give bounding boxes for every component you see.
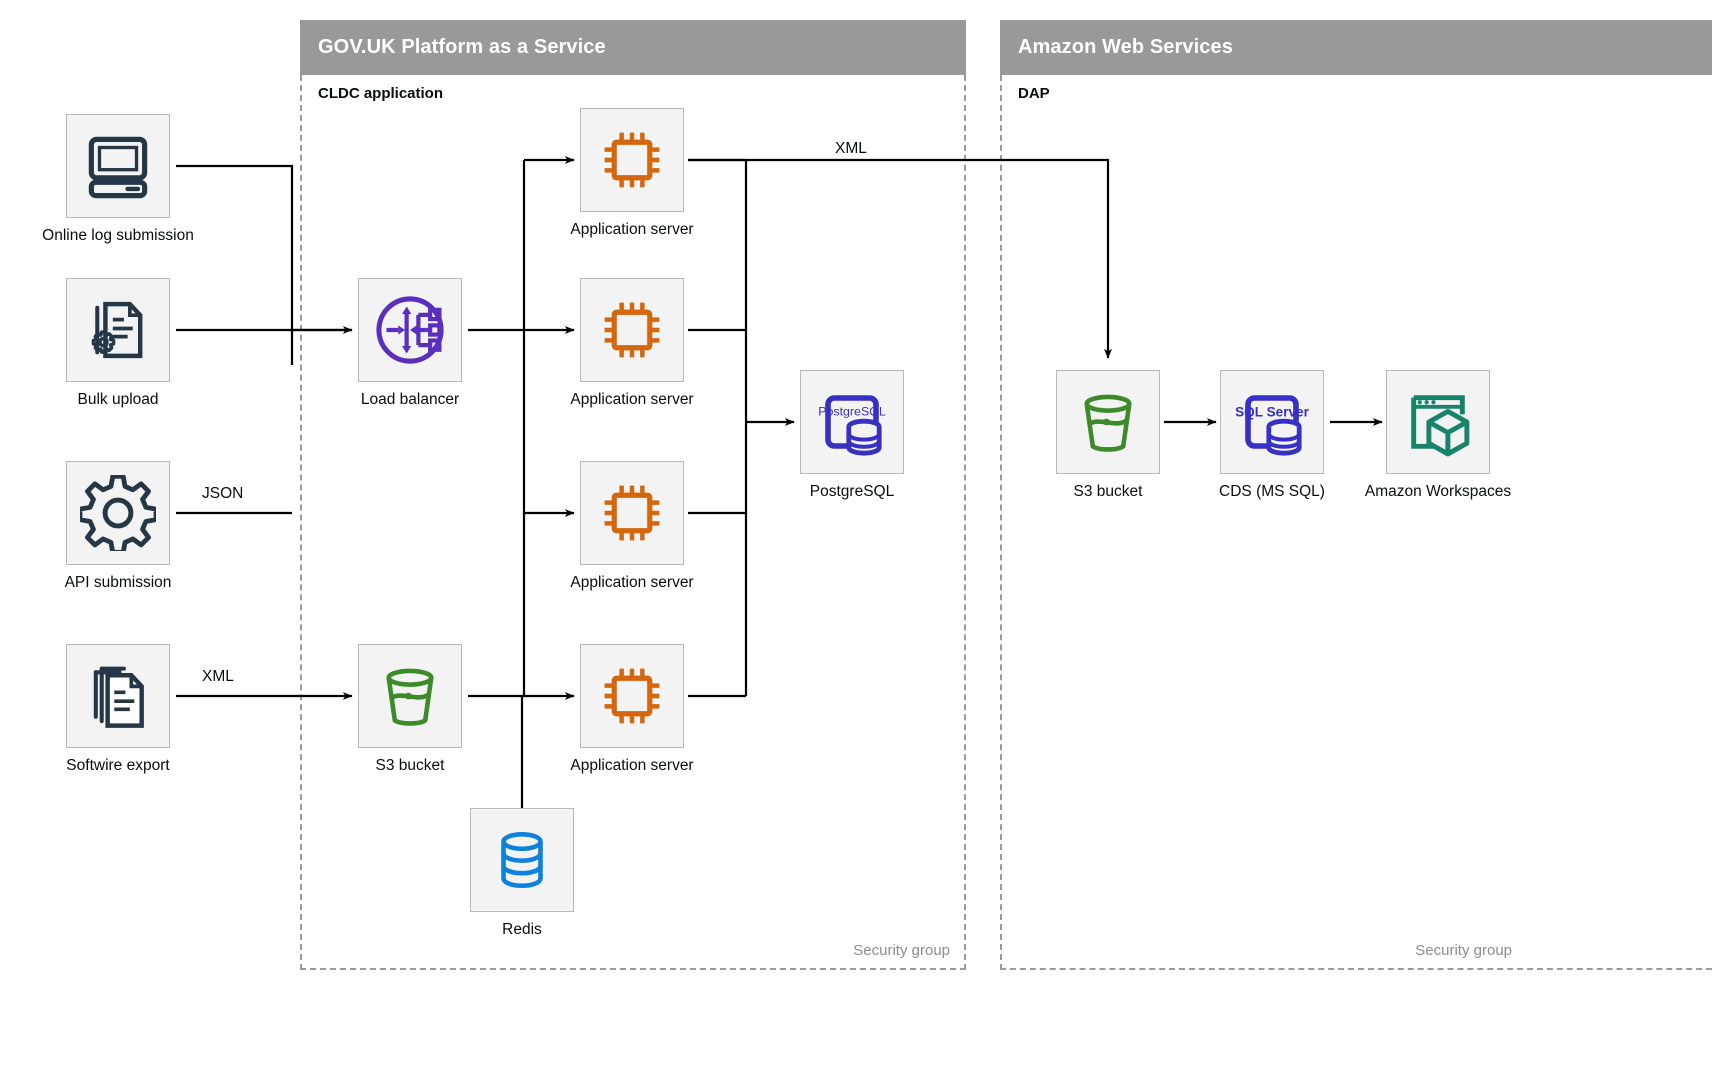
node-caption: Application server [570,221,694,238]
desktop-computer-icon [88,136,148,199]
node-caption: Bulk upload [77,391,159,408]
node-app-server-2[interactable]: Application server [570,278,694,408]
s3-bucket-icon [386,668,434,726]
node-app-server-1[interactable]: Application server [570,108,694,238]
node-api-submission[interactable]: API submission [65,461,171,591]
group-header-aws: Amazon Web Services [1000,20,1712,75]
sql-server-icon: SQL Server [1235,395,1310,456]
node-icon-box [470,808,574,912]
sql-server-icon-text: SQL Server [1235,404,1310,419]
node-load-balancer[interactable]: Load balancer [358,278,462,408]
node-caption: Redis [502,921,542,938]
node-caption: PostgreSQL [809,483,895,500]
node-caption: CDS (MS SQL) [1219,483,1325,500]
node-caption: Amazon Workspaces [1364,483,1512,500]
cpu-chip-icon [604,302,660,358]
node-icon-box [580,644,684,748]
node-caption: S3 bucket [1073,483,1143,500]
group-title-aws: Amazon Web Services [1018,36,1233,58]
sub-label-dap: DAP [1018,85,1050,102]
group-title-paas: GOV.UK Platform as a Service [318,36,606,58]
node-icon-box [580,278,684,382]
s3-bucket-icon [1084,394,1132,452]
node-online-log-submission[interactable]: Online log submission [42,114,194,244]
node-icon-box [580,108,684,212]
node-cds-ms-sql[interactable]: SQL Server CDS (MS SQL) [1219,370,1325,500]
node-icon-box [358,278,462,382]
node-postgresql[interactable]: PostgreSQL PostgreSQL [800,370,904,500]
document-gear-icon [91,301,143,359]
amazon-workspaces-icon [1411,395,1470,457]
edge-label-json: JSON [198,485,248,503]
cpu-chip-icon [604,668,660,724]
sub-label-cldc: CLDC application [318,85,444,102]
node-caption: S3 bucket [375,757,445,774]
node-app-server-3[interactable]: Application server [570,461,694,591]
postgresql-icon: PostgreSQL [818,395,886,456]
security-group-label-paas: Security group [853,942,950,959]
node-icon-box [1056,370,1160,474]
node-icon-box [66,278,170,382]
dashed-container-dap [1000,75,1712,970]
node-amazon-workspaces[interactable]: Amazon Workspaces [1365,370,1511,500]
node-bulk-upload[interactable]: Bulk upload [66,278,170,408]
node-caption: Online log submission [42,227,194,244]
node-icon-box: SQL Server [1220,370,1324,474]
redis-database-icon [501,831,543,889]
node-caption: Application server [570,757,694,774]
dashed-container-cldc [300,75,966,970]
node-icon-box [66,114,170,218]
security-group-label-aws: Security group [1415,942,1512,959]
node-app-server-4[interactable]: Application server [570,644,694,774]
node-s3-bucket-aws[interactable]: S3 bucket [1056,370,1160,500]
node-redis[interactable]: Redis [470,808,574,938]
node-icon-box: PostgreSQL [800,370,904,474]
node-icon-box [1386,370,1490,474]
cpu-chip-icon [604,132,660,188]
node-icon-box [358,644,462,748]
node-softwire-export[interactable]: Softwire export [66,644,170,774]
postgresql-icon-text: PostgreSQL [818,405,886,419]
node-caption: Application server [570,574,694,591]
group-header-paas: GOV.UK Platform as a Service [300,20,966,75]
document-stack-icon [93,666,144,728]
node-caption: Load balancer [360,391,460,408]
load-balancer-icon [376,296,444,364]
node-caption: Softwire export [66,757,170,774]
node-s3-bucket-paas[interactable]: S3 bucket [358,644,462,774]
node-icon-box [66,461,170,565]
edge-label-app-xml: XML [831,140,871,158]
edge-label-softwire-xml: XML [198,668,238,686]
node-icon-box [66,644,170,748]
node-icon-box [580,461,684,565]
cpu-chip-icon [604,485,660,541]
gear-icon [80,475,156,551]
node-caption: Application server [570,391,694,408]
node-caption: API submission [64,574,172,591]
